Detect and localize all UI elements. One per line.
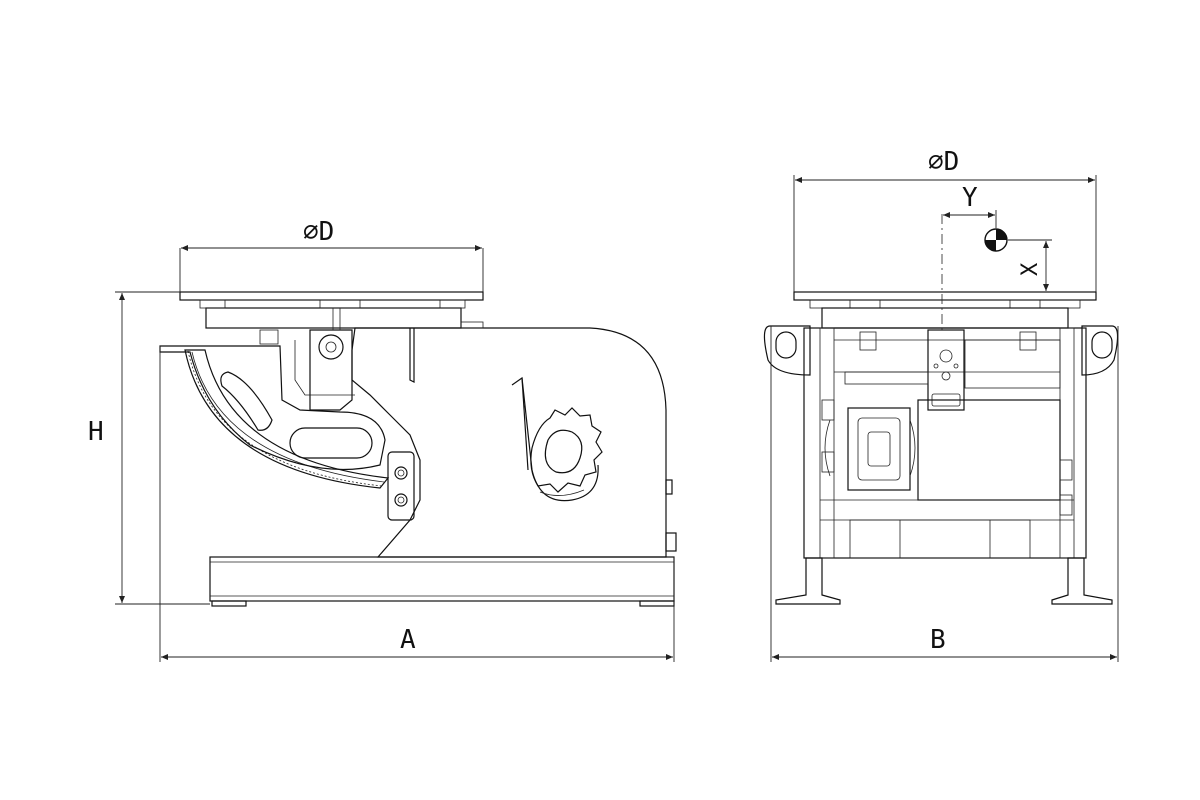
brand-logo (511, 376, 603, 502)
lifting-lug-right (1081, 325, 1119, 376)
cg-offset-x-label: X (1018, 262, 1043, 276)
tilt-arm (159, 345, 386, 471)
tilt-slot-upper (220, 371, 273, 431)
foot-right (1051, 557, 1113, 605)
central-gearbox (927, 329, 965, 411)
cg-offset-y-label: Y (962, 183, 978, 213)
side-base-rail (209, 556, 675, 602)
side-height-label: H (88, 417, 104, 447)
side-length-label: A (400, 625, 416, 655)
tilt-slot-lower (289, 427, 373, 459)
pivot-hub (318, 334, 344, 360)
front-dimensions: ∅D Y X B (770, 147, 1119, 662)
foot-left (775, 557, 841, 605)
motor-housing (847, 407, 911, 491)
control-box (917, 399, 1061, 501)
front-width-label: B (930, 625, 946, 655)
front-diameter-label: ∅D (928, 147, 959, 177)
side-dimensions: ∅D H A (88, 217, 675, 662)
tilt-gear-segment (184, 349, 390, 489)
side-diameter-label: ∅D (303, 217, 334, 247)
center-of-gravity-icon (984, 228, 1008, 252)
side-turntable-base (205, 307, 462, 329)
lifting-lug-left (763, 325, 811, 376)
front-view (763, 214, 1119, 605)
front-turntable-plate (793, 291, 1097, 301)
front-frame (803, 327, 1087, 559)
side-bracket-plate (387, 451, 415, 521)
side-body (351, 327, 667, 558)
side-view (159, 291, 677, 607)
side-turntable-plate (179, 291, 484, 301)
